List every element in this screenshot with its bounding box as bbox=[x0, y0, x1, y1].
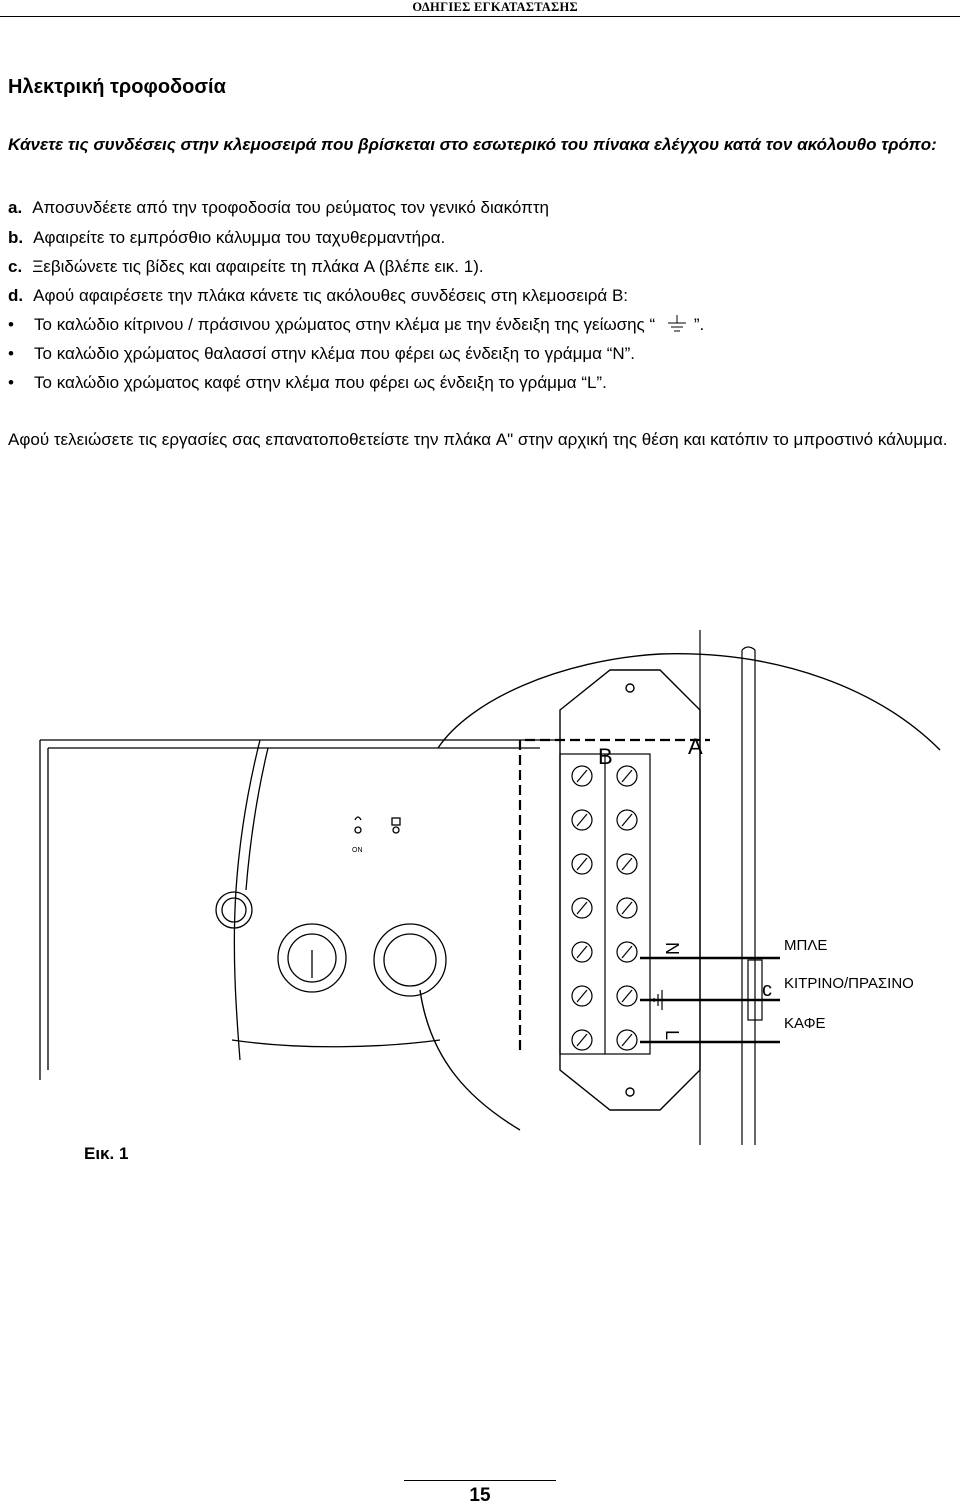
screw-slot bbox=[621, 989, 633, 1003]
screw-slot bbox=[576, 769, 588, 783]
bullet-dot: • bbox=[8, 373, 14, 392]
terminal-screws bbox=[571, 765, 638, 1051]
bullet-ground-wire: • Το καλώδιο κίτρινου / πράσινου χρώματος… bbox=[8, 314, 704, 335]
terminal-screw-icon bbox=[571, 765, 593, 787]
terminal-plate bbox=[559, 669, 701, 1111]
heater-body bbox=[39, 739, 560, 1080]
step-marker: b. bbox=[8, 228, 24, 247]
figure-caption: Εικ. 1 bbox=[84, 1144, 129, 1163]
screw-slot bbox=[621, 901, 633, 915]
label-wire-brown: ΚΑΦΕ bbox=[784, 1015, 826, 1032]
bullet-text: Το καλώδιο χρώματος θαλασσί στην κλέμα π… bbox=[34, 344, 636, 363]
ground-symbol-icon bbox=[667, 315, 686, 332]
on-label: ON bbox=[352, 847, 363, 854]
running-header: ΟΔΗΓΙΕΣ ΕΓΚΑΤΑΣΤΑΣΗΣ bbox=[0, 0, 960, 17]
screw-slot bbox=[621, 769, 633, 783]
terminal-block bbox=[559, 753, 651, 1055]
step-b: b. Αφαιρείτε το εμπρόσθιο κάλυμμα του ταχ… bbox=[8, 228, 445, 248]
label-wire-yellow-green: ΚΙΤΡΙΝΟ/ΠΡΑΣΙΝΟ bbox=[784, 975, 914, 992]
bullet-dot: • bbox=[8, 344, 14, 363]
closing-paragraph: Αφού τελειώσετε τις εργασίες σας επανατο… bbox=[8, 430, 948, 449]
screw-slot bbox=[576, 1033, 588, 1047]
terminal-screw-icon bbox=[616, 853, 638, 875]
screw-slot bbox=[576, 857, 588, 871]
step-c: c. Ξεβιδώνετε τις βίδες και αφαιρείτε τη … bbox=[8, 257, 484, 277]
terminal-screw-icon bbox=[616, 897, 638, 919]
terminal-screw-icon bbox=[616, 985, 638, 1007]
screw-slot bbox=[576, 989, 588, 1003]
housing-right bbox=[699, 630, 763, 1145]
bullet-neutral-wire: • Το καλώδιο χρώματος θαλασσί στην κλέμα … bbox=[8, 344, 635, 364]
step-marker: a. bbox=[8, 198, 23, 217]
screw-slot bbox=[621, 945, 633, 959]
step-text: Αφού αφαιρέσετε την πλάκα κάνετε τις ακό… bbox=[33, 286, 629, 305]
bullet-text: Το καλώδιο κίτρινου / πράσινου χρώματος … bbox=[34, 315, 656, 334]
intro-paragraph: Κάνετε τις συνδέσεις στην κλεμοσειρά που… bbox=[8, 135, 937, 154]
bullet-dot: • bbox=[8, 315, 14, 334]
ground-mark-icon bbox=[653, 990, 676, 1010]
screw-slot bbox=[576, 901, 588, 915]
page-number: 15 bbox=[404, 1480, 556, 1507]
terminal-screw-icon bbox=[571, 809, 593, 831]
terminal-screw-icon bbox=[571, 941, 593, 963]
bullet-suffix: ”. bbox=[693, 315, 705, 334]
screw-slot bbox=[621, 1033, 633, 1047]
label-terminal-block-b: B bbox=[598, 744, 613, 769]
screw-slot bbox=[621, 857, 633, 871]
step-a: a. Αποσυνδέετε από την τροφοδοσία του ρεύ… bbox=[8, 198, 549, 218]
bullet-text: Το καλώδιο χρώματος καφέ στην κλέμα που … bbox=[34, 373, 607, 392]
label-wire-blue: ΜΠΛΕ bbox=[784, 937, 827, 954]
step-d: d. Αφού αφαιρέσετε την πλάκα κάνετε τις α… bbox=[8, 286, 628, 306]
step-text: Ξεβιδώνετε τις βίδες και αφαιρείτε τη πλ… bbox=[32, 257, 484, 276]
wiring-diagram: ON bbox=[39, 630, 941, 1145]
terminal-screw-icon bbox=[571, 897, 593, 919]
terminal-screw-icon bbox=[571, 853, 593, 875]
label-c: c bbox=[762, 979, 772, 1001]
magnifier-circle bbox=[419, 653, 941, 1131]
bullet-line-wire: • Το καλώδιο χρώματος καφέ στην κλέμα που… bbox=[8, 373, 607, 393]
screw-slot bbox=[576, 813, 588, 827]
cover-a-dashed bbox=[518, 738, 710, 1050]
terminal-screw-icon bbox=[616, 941, 638, 963]
terminal-screw-icon bbox=[616, 765, 638, 787]
step-marker: c. bbox=[8, 257, 23, 276]
label-plate-a: A bbox=[688, 734, 703, 759]
terminal-screw-icon bbox=[571, 985, 593, 1007]
terminal-screw-icon bbox=[616, 1029, 638, 1051]
label-terminal-l: L bbox=[662, 1030, 682, 1040]
label-terminal-n: N bbox=[662, 942, 682, 955]
terminal-screw-icon bbox=[616, 809, 638, 831]
terminal-screw-icon bbox=[571, 1029, 593, 1051]
wires bbox=[640, 956, 780, 1044]
screw-slot bbox=[576, 945, 588, 959]
screw-slot bbox=[621, 813, 633, 827]
section-title: Ηλεκτρική τροφοδοσία bbox=[8, 76, 226, 98]
wiring-figure: ON bbox=[0, 630, 960, 1150]
step-text: Αποσυνδέετε από την τροφοδοσία του ρεύμα… bbox=[32, 198, 549, 217]
running-title: ΟΔΗΓΙΕΣ ΕΓΚΑΤΑΣΤΑΣΗΣ bbox=[412, 0, 578, 14]
step-marker: d. bbox=[8, 286, 24, 305]
step-text: Αφαιρείτε το εμπρόσθιο κάλυμμα του ταχυθ… bbox=[33, 228, 446, 247]
